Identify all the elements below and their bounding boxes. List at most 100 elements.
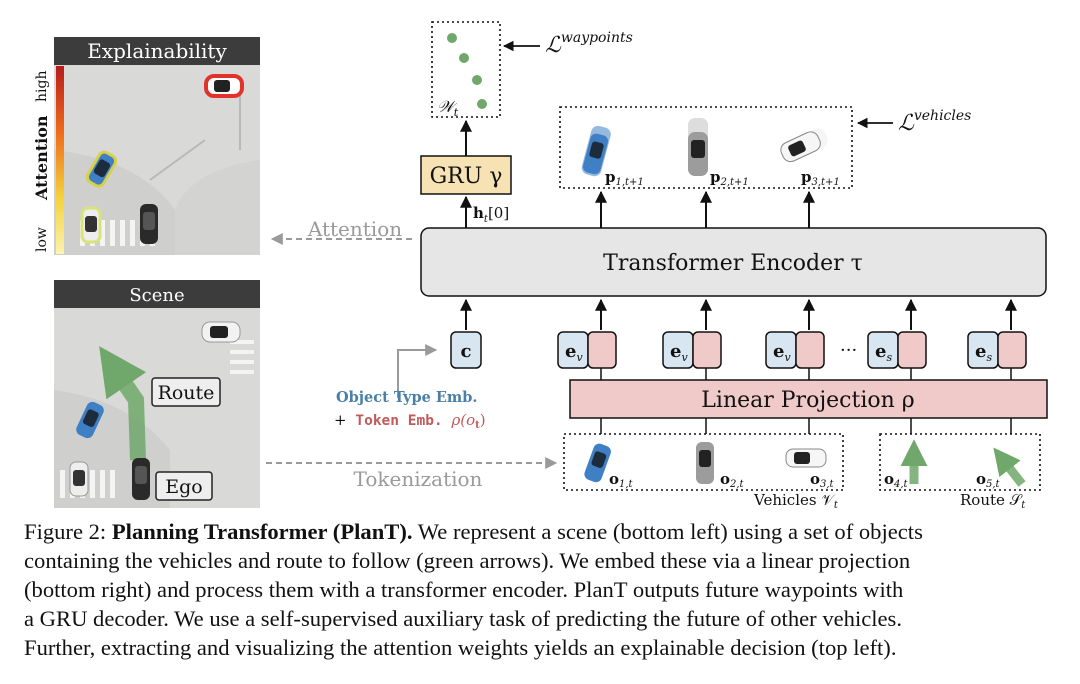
car-icon: [69, 461, 89, 497]
prediction-1-sub: 1,t+1: [616, 177, 644, 188]
vehicles-set-label: Vehicles 𝒱: [753, 491, 836, 509]
vehicles-loss-sup: vehicles: [914, 108, 971, 124]
token-5-emb-sub: s: [986, 351, 992, 364]
token-2-emb: e: [670, 341, 681, 362]
linear-projection-label: Linear Projection ρ: [701, 388, 914, 413]
route-label: Route: [158, 382, 215, 404]
cls-token-label: c: [461, 341, 472, 362]
caption-bold-title: Planning Transformer (PlanT).: [111, 519, 413, 544]
car-icon: [780, 128, 828, 163]
car-icon: [204, 74, 244, 98]
svg-text:Vehicles 𝒱t: Vehicles 𝒱t: [753, 491, 839, 511]
waypoints-set-label: 𝒲: [437, 97, 458, 116]
waypoints-loss-symbol: ℒ: [545, 33, 562, 58]
prediction-1-label: p: [605, 168, 616, 186]
svg-text:o4,t: o4,t: [884, 470, 909, 490]
waypoints-set-sub: t: [454, 106, 459, 119]
object-3-label: o: [810, 470, 820, 488]
svg-text:+ Token Emb. ρ(ot): + Token Emb. ρ(ot): [334, 411, 486, 431]
object-1-label: o: [609, 470, 619, 488]
route-arrow-icon: [99, 346, 147, 461]
token-3-emb: e: [773, 341, 784, 362]
vehicles-objects-box: o1,t o2,t o3,t: [563, 433, 844, 491]
svg-text:Route 𝒮t: Route 𝒮t: [960, 491, 1026, 511]
svg-text:ev: ev: [565, 341, 583, 364]
route-set-label: Route 𝒮: [960, 491, 1023, 509]
caption-line-3: (bottom right) and process them with a t…: [24, 577, 904, 602]
svg-text:o2,t: o2,t: [720, 470, 745, 490]
svg-text:ev: ev: [773, 341, 791, 364]
token-1-emb-sub: v: [576, 351, 583, 364]
caption-line-2: containing the vehicles and route to fol…: [24, 548, 911, 573]
vehicles-loss-symbol: ℒ: [898, 111, 915, 136]
route-arrow-icon: [993, 447, 1026, 487]
token-5-emb: e: [975, 341, 986, 362]
explainability-panel: Explainability high: [32, 37, 260, 255]
token-2-emb-sub: v: [681, 351, 688, 364]
car-icon: [76, 401, 104, 439]
caption-line-5: Further, extracting and visualizing the …: [24, 635, 897, 660]
token-3-emb-sub: v: [784, 351, 791, 364]
caption-fig-label: Figure 2:: [24, 519, 107, 544]
svg-text:o3,t: o3,t: [810, 470, 835, 490]
token-fn-label: ρ(o: [450, 411, 475, 429]
explainability-title: Explainability: [87, 39, 227, 63]
attention-arrow-label: Attention: [307, 217, 402, 241]
hidden-state-label: h: [473, 204, 484, 222]
transformer-encoder-label: Transformer Encoder τ: [603, 251, 863, 276]
prediction-2-sub: 2,t+1: [720, 177, 749, 188]
object-4-label: o: [884, 470, 894, 488]
scene-panel: Scene Route: [54, 280, 260, 508]
object-3-sub: 3,t: [820, 479, 835, 490]
caption-line-1-rest: We represent a scene (bottom left) using…: [412, 519, 923, 544]
object-5-label: o: [976, 470, 986, 488]
svg-text:𝒲t: 𝒲t: [437, 97, 459, 119]
waypoints-loss-sup: waypoints: [561, 30, 633, 46]
svg-text:es: es: [875, 341, 892, 364]
hidden-state-sub: t: [484, 214, 489, 225]
token-1-emb: e: [565, 341, 576, 362]
token-emb-label: Token Emb.: [355, 413, 442, 429]
vehicle-predictions-box: p1,t+1 p2,t+1 p3,t+1: [559, 106, 853, 189]
token-group: es: [867, 331, 927, 369]
token-ellipsis: ···: [840, 340, 857, 361]
car-icon: [785, 448, 827, 468]
legend-plus: +: [334, 411, 347, 429]
car-icon: [581, 125, 611, 177]
car-icon: [584, 443, 611, 483]
svg-text:o1,t: o1,t: [609, 470, 634, 490]
svg-text:ℒwaypoints: ℒwaypoints: [545, 30, 633, 58]
token-fn-close: ): [480, 411, 486, 429]
object-type-emb-label: Object Type Emb.: [336, 389, 477, 406]
route-objects-box: o4,t o5,t: [879, 433, 1041, 491]
svg-text:es: es: [975, 341, 992, 364]
hidden-state-index: [0]: [488, 204, 509, 222]
object-2-sub: 2,t: [729, 479, 745, 490]
svg-text:ℒvehicles: ℒvehicles: [898, 108, 971, 136]
gru-label: GRU γ: [430, 164, 503, 189]
caption-line-4: a GRU decoder. We use a self-supervised …: [24, 606, 903, 631]
svg-text:o5,t: o5,t: [976, 470, 1001, 490]
car-icon: [132, 458, 150, 500]
token-group: ev: [662, 331, 722, 369]
scale-low-label: low: [34, 227, 50, 252]
attention-colorbar: [56, 66, 64, 254]
token-4-emb-sub: s: [886, 351, 892, 364]
prediction-2-label: p: [710, 168, 721, 186]
car-icon: [80, 206, 102, 244]
route-set-sub: t: [1021, 500, 1026, 511]
svg-text:p2,t+1: p2,t+1: [710, 168, 749, 188]
gru-box: [420, 155, 512, 195]
figure-caption: Figure 2: Planning Transformer (PlanT). …: [24, 517, 1058, 662]
svg-text:p3,t+1: p3,t+1: [801, 168, 840, 188]
vehicles-set-sub: t: [834, 500, 839, 511]
tokenization-arrow-label: Tokenization: [354, 467, 483, 491]
car-icon: [696, 442, 714, 484]
token-group: es: [967, 331, 1027, 369]
object-4-sub: 4,t: [893, 479, 909, 490]
token-fn-sub: t: [475, 420, 480, 431]
waypoints-box: 𝒲t: [431, 21, 501, 119]
object-2-label: o: [720, 470, 730, 488]
caption-line-1: Figure 2: Planning Transformer (PlanT). …: [24, 517, 1058, 546]
scale-high-label: high: [34, 71, 50, 102]
